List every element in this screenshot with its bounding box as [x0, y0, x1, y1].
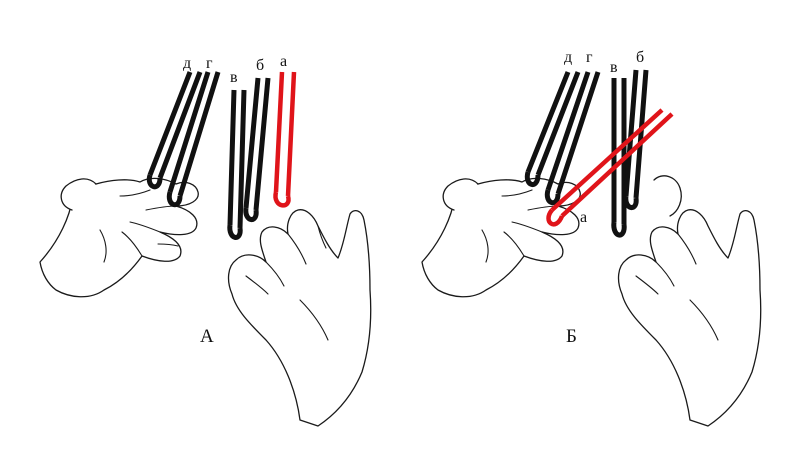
label-b-a: б	[256, 57, 264, 74]
strand-b-b	[623, 69, 649, 210]
label-g-a: г	[206, 55, 213, 72]
caption-b: Б	[566, 326, 577, 347]
strand-a-a	[273, 71, 297, 208]
strand-d-b	[524, 71, 581, 187]
strand-g-a	[166, 71, 221, 208]
label-d-a: д	[183, 55, 191, 72]
panel-b: д г в б а Б	[421, 49, 762, 427]
caption-a: А	[200, 326, 214, 347]
label-v-b: в	[610, 59, 618, 76]
label-v-a: в	[230, 69, 238, 86]
label-a-a: а	[280, 53, 287, 70]
right-hand-a	[227, 209, 372, 427]
panel-a: д г в б а А	[39, 53, 372, 427]
label-d-b: д	[564, 49, 572, 66]
strand-d-a	[146, 71, 203, 190]
label-a-b: а	[580, 209, 587, 226]
strand-g-b	[544, 71, 601, 206]
strand-a-b	[546, 108, 674, 227]
label-g-b: г	[586, 49, 593, 66]
label-b-b: б	[636, 49, 644, 66]
strand-v-a	[227, 89, 247, 240]
left-hand-a	[39, 177, 199, 298]
strand-b-a	[243, 77, 271, 222]
strand-v-b	[611, 78, 627, 238]
right-hand-b	[617, 175, 762, 427]
left-hand-b	[421, 177, 581, 298]
